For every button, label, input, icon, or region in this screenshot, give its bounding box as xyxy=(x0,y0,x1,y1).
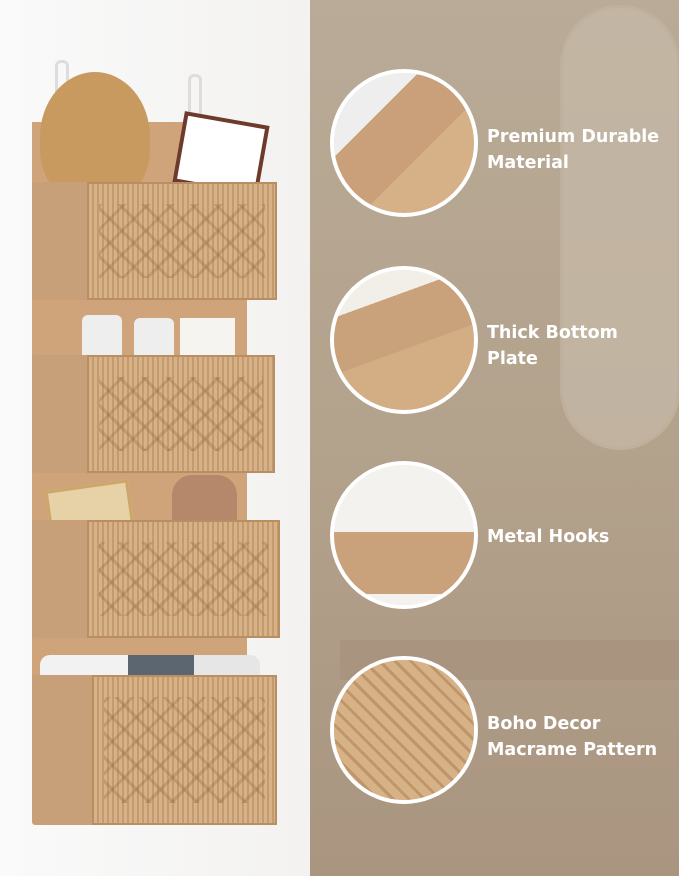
feature-image-material xyxy=(330,69,478,217)
basket-4 xyxy=(32,675,277,825)
label-line: Metal Hooks xyxy=(487,527,610,547)
label-line: Macrame Pattern xyxy=(487,740,658,760)
basket-2 xyxy=(32,355,275,473)
teddy-bear xyxy=(40,72,150,202)
feature-image-hooks xyxy=(330,461,478,609)
label-line: Plate xyxy=(487,349,538,369)
label-line: Premium Durable xyxy=(487,127,660,147)
mirror-background xyxy=(560,5,679,450)
feature-image-bottom-plate xyxy=(330,266,478,414)
basket-1 xyxy=(32,182,277,300)
basket-3 xyxy=(32,520,280,638)
door-hook-right xyxy=(188,74,202,134)
feature-label-hooks: Metal Hooks xyxy=(487,524,609,550)
product-photo-area xyxy=(0,0,310,876)
label-line: Thick Bottom xyxy=(487,323,618,343)
feature-image-macrame xyxy=(330,656,478,804)
label-line: Boho Decor xyxy=(487,714,601,734)
label-line: Material xyxy=(487,153,569,173)
